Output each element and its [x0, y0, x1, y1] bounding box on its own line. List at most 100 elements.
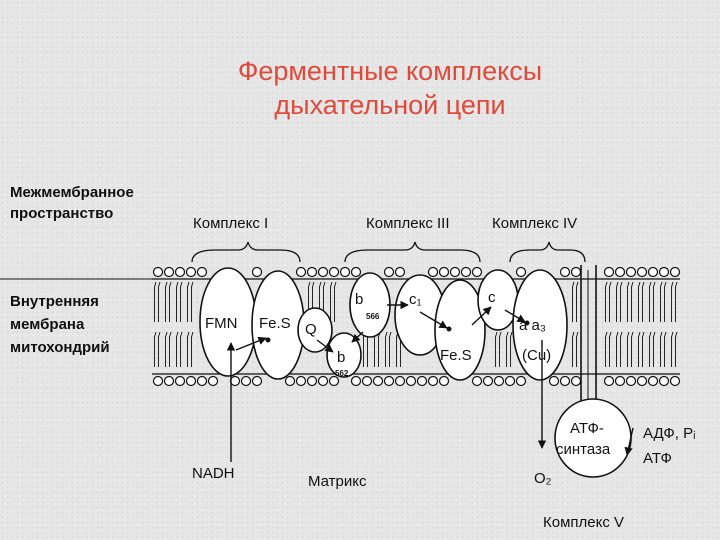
lipid-head: [295, 375, 307, 387]
inner-membrane-label-1: Внутренняя: [10, 293, 99, 310]
lipid-head: [493, 375, 505, 387]
lipid-head: [416, 375, 428, 387]
fmn-to-fes-arrow: [235, 336, 267, 351]
inner-membrane-label-3: митохондрий: [10, 339, 110, 356]
electron-flow-arrows: [226, 300, 634, 462]
lipid-head: [152, 375, 164, 387]
lipid-tail: [506, 331, 509, 367]
intermembrane-label-2: пространство: [10, 205, 113, 222]
lipid-tail: [660, 331, 663, 367]
lipid-tail: [675, 331, 678, 367]
lipid-head: [174, 375, 186, 387]
lipid-tail: [642, 281, 645, 322]
lipid-head: [471, 266, 483, 278]
lipid-head: [383, 375, 395, 387]
fmn-label: FMN: [205, 315, 238, 332]
o2-label: O₂: [534, 470, 552, 487]
fes3-label: Fe.S: [440, 347, 472, 364]
q-pool: [297, 307, 333, 353]
lipid-head: [229, 375, 241, 387]
component-labels: FMN Fe.S Q b 566 b 562 c₁ Fe.S c a a₃ (C…: [192, 289, 695, 487]
lipid-head: [438, 375, 450, 387]
lipid-tail: [620, 331, 623, 367]
lipid-head: [559, 375, 571, 387]
atp-label: АТФ: [643, 450, 672, 467]
complex3-label: Комплекс III: [366, 215, 450, 232]
lipid-tail: [576, 281, 579, 322]
lipid-head: [350, 375, 362, 387]
lipid-tail: [576, 331, 579, 367]
lipid-head: [185, 375, 197, 387]
lipid-tail: [363, 331, 366, 367]
nadh-label: NADH: [192, 465, 235, 482]
lipid-tail: [653, 331, 656, 367]
lipid-tail: [374, 331, 377, 367]
lipid-head: [328, 375, 340, 387]
lipid-tail: [154, 281, 157, 322]
bracket-complex-1: [191, 241, 301, 263]
lipid-head: [548, 375, 560, 387]
lipid-head: [559, 266, 571, 278]
q-label: Q: [305, 321, 317, 338]
lipid-head: [383, 266, 395, 278]
lipid-tail: [620, 281, 623, 322]
lipid-tail: [187, 331, 190, 367]
c1-to-fes-arrow: [419, 311, 448, 329]
lipid-head: [427, 375, 439, 387]
lipid-tail: [616, 331, 619, 367]
complex4-aa3: [512, 269, 568, 381]
lipid-head: [251, 375, 263, 387]
lipid-head: [394, 375, 406, 387]
lipid-head: [570, 266, 582, 278]
lipid-head: [625, 375, 637, 387]
lipid-tail: [187, 281, 190, 322]
complex4-c: [477, 269, 519, 331]
lipid-head: [163, 375, 175, 387]
bracket-complex-3: [344, 241, 481, 263]
aa3-label: a a₃: [519, 317, 546, 334]
lipid-head: [647, 266, 659, 278]
lipid-tail: [671, 281, 674, 322]
lipid-head: [163, 266, 175, 278]
lipid-tail: [642, 331, 645, 367]
lipid-head: [350, 266, 362, 278]
lipid-tail: [169, 281, 172, 322]
lipid-head: [306, 375, 318, 387]
complex4-label: Комплекс IV: [492, 215, 577, 232]
lipid-tail: [510, 331, 513, 367]
lipid-tail: [671, 331, 674, 367]
b566-label: b: [355, 291, 363, 308]
title-line-1: Ферментные комплексы: [237, 56, 543, 86]
complex-brackets: [191, 241, 586, 263]
lipid-tail: [675, 281, 678, 322]
title-line-2: дыхательной цепи: [274, 90, 506, 120]
lipid-tail: [631, 331, 634, 367]
lipid-tail: [627, 281, 630, 322]
lipid-head: [361, 375, 373, 387]
lipid-head: [427, 266, 439, 278]
lipid-heads-top: [152, 266, 681, 278]
lipid-tail: [165, 331, 168, 367]
lipid-head: [284, 375, 296, 387]
lipid-head: [647, 375, 659, 387]
complex3-fes: [434, 279, 486, 381]
lipid-tail: [638, 331, 641, 367]
lipid-tail: [660, 281, 663, 322]
lipid-head: [636, 375, 648, 387]
lipid-tail: [396, 331, 399, 367]
adp-to-atp-arrow: [624, 427, 634, 456]
lipid-head: [614, 375, 626, 387]
lipid-tail: [165, 281, 168, 322]
lipid-head: [603, 266, 615, 278]
lipid-head: [196, 266, 208, 278]
lipid-head: [471, 375, 483, 387]
lipid-tail: [495, 331, 498, 367]
lipid-tail: [664, 331, 667, 367]
matrix-label: Матрикс: [308, 473, 367, 490]
lipid-tail: [649, 281, 652, 322]
lipid-head: [614, 266, 626, 278]
lipid-tail: [154, 331, 157, 367]
lipid-tail: [638, 281, 641, 322]
lipid-tail: [191, 331, 194, 367]
reaction-dots: [265, 320, 530, 343]
